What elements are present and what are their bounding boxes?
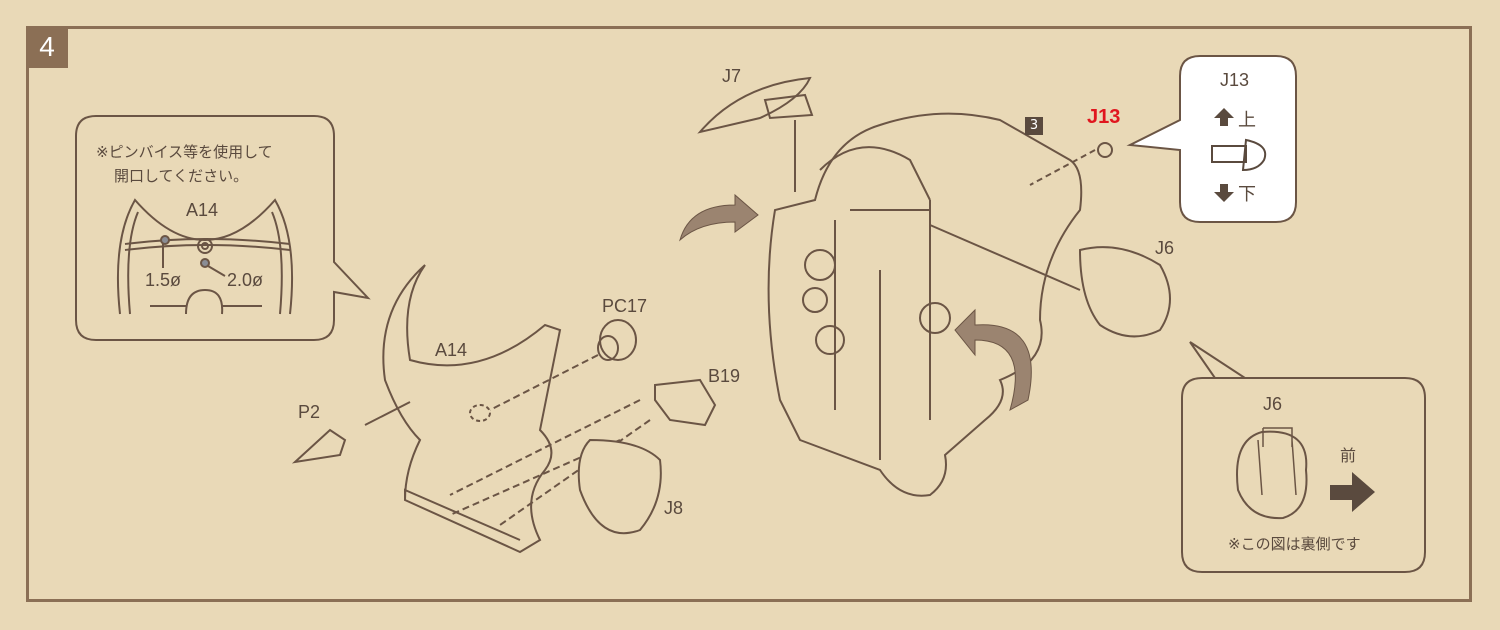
part-label-j6: J6: [1155, 238, 1175, 258]
rotate-arrow-left: [679, 193, 759, 242]
j13-up-label: 上: [1238, 110, 1256, 130]
part-j7: [697, 76, 812, 134]
part-j6: [1078, 246, 1171, 338]
j6-back-view: [1236, 430, 1308, 520]
step-number: 4: [26, 26, 68, 68]
part-label-j8: J8: [664, 498, 684, 518]
drill-callout-bubble: [75, 115, 371, 341]
j6-back-note: ※この図は裏側です: [1228, 535, 1361, 553]
arrow-up-icon: [1214, 108, 1234, 126]
part-label-b19: B19: [708, 366, 741, 386]
drill-part-label: A14: [186, 200, 219, 220]
rotate-arrow-right: [954, 308, 1032, 412]
part-b19: [654, 378, 717, 427]
j13-shape-icon: [1211, 138, 1267, 172]
body-assembly: [767, 112, 1083, 497]
drill-note-line1: ※ピンバイス等を使用して: [96, 143, 273, 161]
step-frame: [26, 26, 1472, 602]
j6-callout-title: J6: [1263, 394, 1283, 414]
part-label-pc17: PC17: [602, 296, 648, 316]
hole-small-label: 1.5ø: [145, 270, 182, 290]
part-a14: [382, 264, 562, 554]
part-label-a14: A14: [435, 340, 468, 360]
part-j13: [1097, 142, 1113, 158]
arrow-down-icon: [1214, 184, 1234, 202]
part-label-j13: J13: [1087, 106, 1121, 128]
drill-note-line2: 開口してください。: [114, 167, 249, 185]
part-label-p2: P2: [298, 402, 321, 422]
j13-down-label: 下: [1238, 184, 1256, 204]
j6-front-label: 前: [1340, 448, 1357, 465]
part-p2: [291, 428, 347, 464]
j13-callout-bubble: [1126, 55, 1297, 223]
arrow-right-icon: [1330, 472, 1375, 512]
part-pc17: [599, 319, 637, 361]
j6-callout-bubble: [1181, 341, 1426, 573]
sub-step-ref: 3: [1025, 117, 1043, 135]
part-label-j7: J7: [722, 66, 742, 86]
hole-large-label: 2.0ø: [227, 270, 264, 290]
j13-callout-title: J13: [1220, 70, 1250, 90]
part-j8: [577, 438, 662, 535]
